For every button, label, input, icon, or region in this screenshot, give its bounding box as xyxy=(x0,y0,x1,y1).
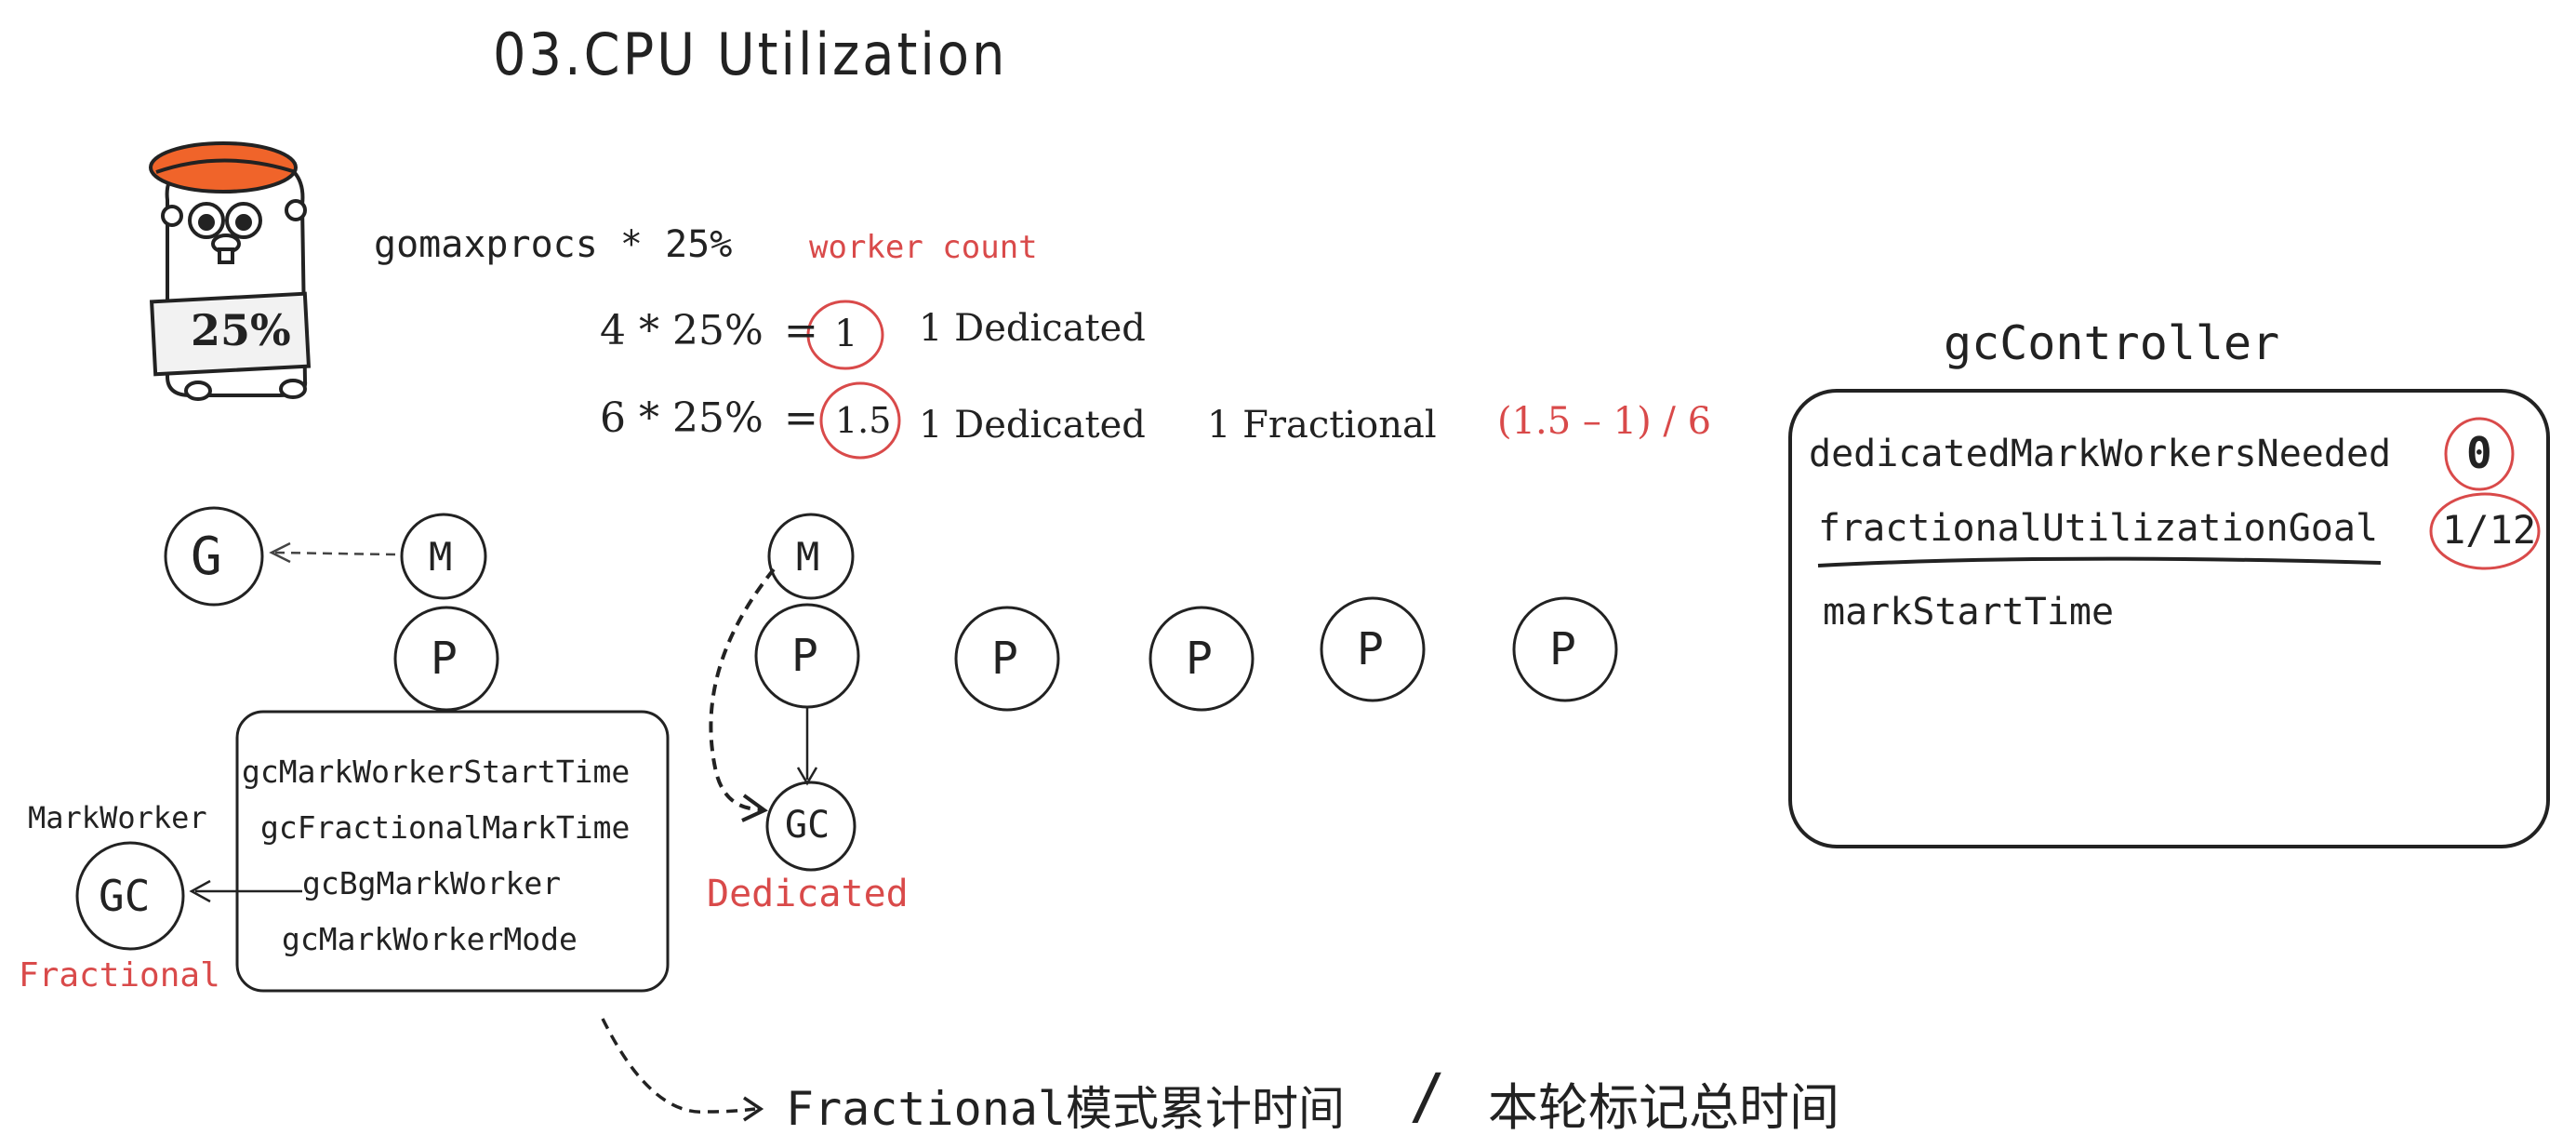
node-p2: P xyxy=(791,630,818,682)
p-field-fractional-time: gcFractionalMarkTime xyxy=(260,809,631,846)
p-field-start-time: gcMarkWorkerStartTime xyxy=(242,754,631,790)
row2-desc2: 1 Fractional xyxy=(1207,404,1437,447)
node-p6: P xyxy=(1549,623,1576,675)
node-p5-circle xyxy=(1320,596,1426,702)
controller-field1: dedicatedMarkWorkersNeeded xyxy=(1809,433,2392,475)
node-m1-circle xyxy=(400,513,487,600)
node-gc-fractional-circle xyxy=(75,841,185,951)
bottom-right-text: 本轮标记总时间 xyxy=(1488,1078,1839,1137)
node-p5: P xyxy=(1357,623,1384,675)
row1-expr: 4 * 25% xyxy=(600,307,764,354)
result1-circle xyxy=(806,300,884,370)
page-title: 03.CPU Utilization xyxy=(493,20,1008,88)
controller-box xyxy=(1788,389,2550,848)
node-m1: M xyxy=(429,534,453,580)
gopher-mascot xyxy=(149,141,312,401)
node-p1-circle xyxy=(393,606,499,712)
bottom-left-text: Fractional模式累计时间 xyxy=(786,1082,1346,1136)
node-m2: M xyxy=(796,534,820,580)
row2-result: 1.5 xyxy=(835,400,892,441)
node-p4: P xyxy=(1186,633,1213,685)
node-m2-circle xyxy=(767,513,855,600)
controller-value1: 0 xyxy=(2466,428,2492,478)
row1-desc: 1 Dedicated xyxy=(919,307,1146,350)
node-g-circle xyxy=(164,506,264,607)
p-field-worker-mode: gcMarkWorkerMode xyxy=(282,921,578,957)
bottom-arrow xyxy=(601,1018,756,1114)
node-p1: P xyxy=(431,633,458,685)
node-p6-circle xyxy=(1512,596,1618,702)
value1-circle xyxy=(2444,417,2515,491)
node-p4-circle xyxy=(1149,606,1255,712)
row2-calc: (1.5 – 1) / 6 xyxy=(1497,400,1712,443)
row2-eq: = xyxy=(784,394,818,442)
formula-base: gomaxprocs * 25% xyxy=(374,223,733,266)
value2-circle xyxy=(2429,492,2541,570)
result2-circle xyxy=(819,381,901,460)
controller-value2: 1/12 xyxy=(2442,507,2537,553)
worker-count-label: worker count xyxy=(809,229,1038,266)
p-struct-box xyxy=(235,710,670,993)
bottom-slash: / xyxy=(1409,1061,1446,1132)
fractional-label: Fractional xyxy=(19,956,220,994)
node-g: G xyxy=(191,527,222,587)
p-field-bg-worker: gcBgMarkWorker xyxy=(302,865,562,901)
dedicated-label: Dedicated xyxy=(707,873,909,915)
node-p3: P xyxy=(991,633,1018,685)
controller-title: gcController xyxy=(1944,316,2280,370)
node-gc-dedicated: GC xyxy=(785,804,830,847)
field2-underline xyxy=(1817,556,2382,567)
gopher-badge: 25% xyxy=(191,305,291,355)
row2-expr: 6 * 25% xyxy=(600,394,764,442)
mark-worker-label: MarkWorker xyxy=(28,800,207,835)
row1-result: 1 xyxy=(834,313,858,355)
controller-field2: fractionalUtilizationGoal xyxy=(1818,507,2379,550)
controller-field3: markStartTime xyxy=(1823,591,2115,634)
row2-desc1: 1 Dedicated xyxy=(919,404,1146,447)
row1-eq: = xyxy=(784,307,818,354)
node-gc-fractional: GC xyxy=(99,871,151,921)
node-p3-circle xyxy=(954,606,1060,712)
node-gc-dedicated-circle xyxy=(765,781,856,872)
